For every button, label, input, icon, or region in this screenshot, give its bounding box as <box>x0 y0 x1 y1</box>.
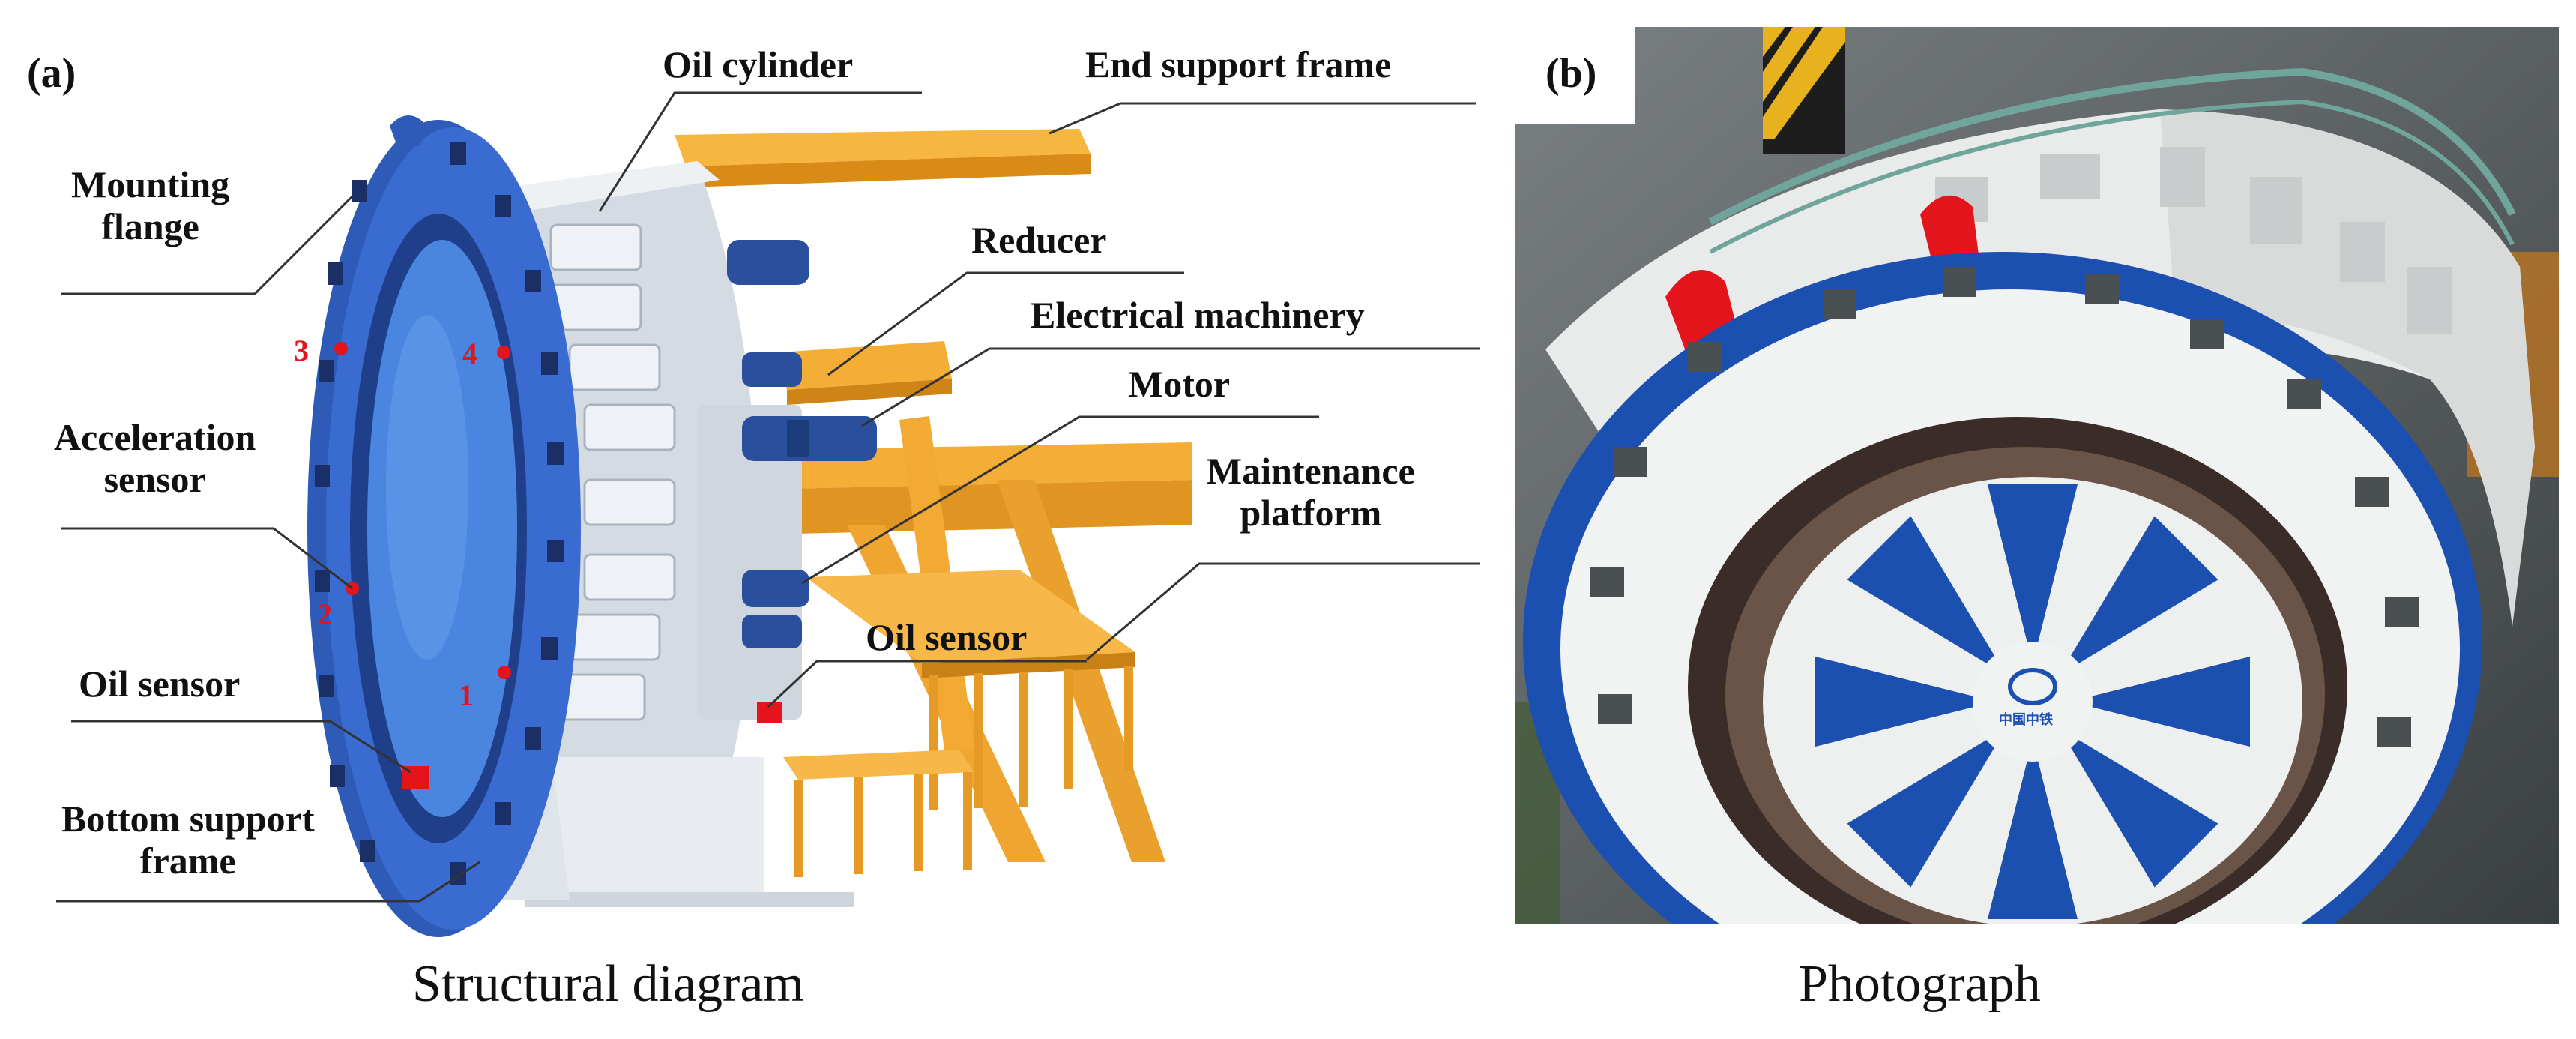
end-support-frame-beam <box>675 129 1091 187</box>
mounting-flange-label: Mounting flange <box>71 163 230 247</box>
bottom-support-frame-label: Bottom support frame <box>61 798 315 882</box>
panel-b-letter: (b) <box>1545 50 1597 97</box>
end-support-frame-label: End support frame <box>1085 43 1392 85</box>
photograph-illustration <box>1515 27 2559 924</box>
maintenance-platform-structure <box>779 341 1192 877</box>
panel-b-letter-box <box>1515 27 1635 124</box>
sensor-number-1: 1 <box>459 678 474 712</box>
structural-diagram <box>56 91 1480 937</box>
photograph-caption: Photograph <box>1799 955 2041 1013</box>
company-logo-icon <box>2008 668 2057 705</box>
leader-lines <box>56 91 1480 903</box>
photo-logo-text: 中国中铁 <box>1999 712 2053 728</box>
maintenance-platform-label: Maintenance platform <box>1207 450 1415 534</box>
acceleration-sensor-3 <box>334 342 348 355</box>
electrical-machinery-label: Electrical machinery <box>1031 294 1365 336</box>
panel-a-letter: (a) <box>27 50 76 97</box>
motors <box>727 240 877 648</box>
photograph: 中国中铁 <box>1515 27 2559 924</box>
reducer-label: Reducer <box>971 219 1107 261</box>
oil-cylinder-label: Oil cylinder <box>663 43 854 85</box>
hazard-stripes <box>1763 27 1845 154</box>
acceleration-sensor-label: Acceleration sensor <box>54 416 256 500</box>
acceleration-sensor-4 <box>497 346 510 359</box>
oil-sensor-left-label: Oil sensor <box>79 663 241 705</box>
motor-label: Motor <box>1128 363 1231 405</box>
structural-diagram-caption: Structural diagram <box>412 955 804 1013</box>
mounting-flange <box>307 115 581 937</box>
acceleration-sensor-1 <box>498 666 511 679</box>
sensor-number-3: 3 <box>294 334 309 367</box>
sensor-number-2: 2 <box>317 597 332 631</box>
sensor-number-4: 4 <box>462 337 477 370</box>
oil-sensor-right-label: Oil sensor <box>866 616 1028 658</box>
